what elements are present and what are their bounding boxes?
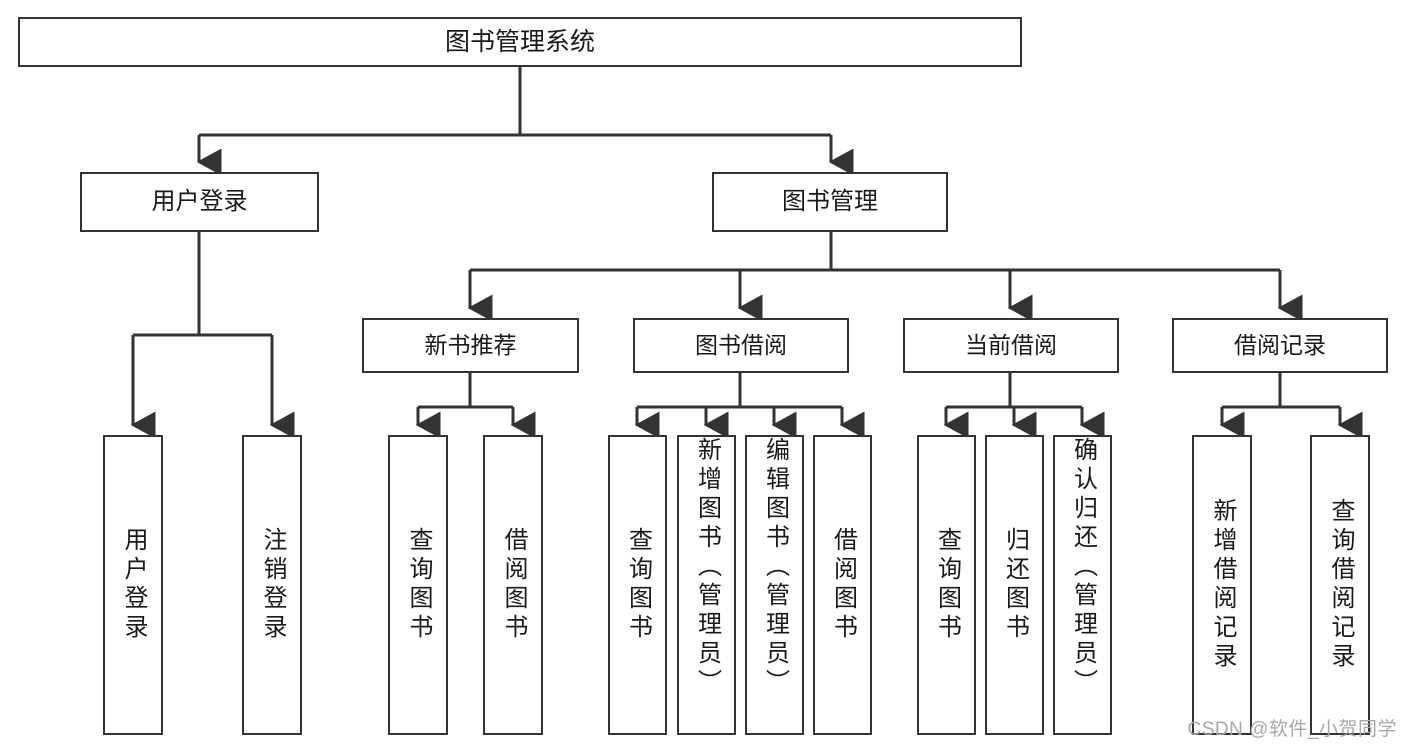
node-user-login-action[interactable]: 用户登录: [103, 435, 163, 735]
node-root-label: 图书管理系统: [444, 27, 595, 56]
node-user-logout-action[interactable]: 注销登录: [242, 435, 302, 735]
node-edit-book-admin[interactable]: 编辑图书（管理员）: [745, 435, 804, 735]
node-borrow-books-borrow[interactable]: 借阅图书: [813, 435, 872, 735]
node-book-management[interactable]: 图书管理: [712, 172, 948, 232]
node-book-borrow[interactable]: 图书借阅: [633, 318, 849, 373]
node-confirm-return-admin-label: 确认归还（管理员）: [1069, 437, 1097, 698]
node-user-login-label: 用户登录: [151, 188, 248, 216]
node-borrow-books-borrow-label: 借阅图书: [829, 527, 857, 643]
node-root[interactable]: 图书管理系统: [18, 17, 1022, 67]
node-current-borrow-label: 当前借阅: [965, 332, 1057, 359]
node-borrow-record-label: 借阅记录: [1234, 332, 1326, 359]
node-new-book-recommend-label: 新书推荐: [424, 332, 517, 359]
node-add-borrow-record[interactable]: 新增借阅记录: [1192, 435, 1252, 735]
node-user-login[interactable]: 用户登录: [80, 172, 319, 232]
node-user-login-action-label: 用户登录: [120, 527, 147, 643]
node-query-borrow-record[interactable]: 查询借阅记录: [1310, 435, 1370, 735]
node-query-books-borrow-label: 查询图书: [624, 527, 652, 643]
node-book-management-label: 图书管理: [782, 188, 878, 216]
node-new-book-recommend[interactable]: 新书推荐: [362, 318, 579, 373]
node-query-books-recommend[interactable]: 查询图书: [388, 435, 448, 735]
node-query-books-current-label: 查询图书: [933, 527, 961, 643]
node-confirm-return-admin[interactable]: 确认归还（管理员）: [1053, 435, 1112, 735]
node-query-books-current[interactable]: 查询图书: [917, 435, 976, 735]
node-query-borrow-record-label: 查询借阅记录: [1327, 498, 1354, 672]
node-book-borrow-label: 图书借阅: [695, 332, 787, 359]
node-return-books[interactable]: 归还图书: [985, 435, 1044, 735]
csdn-watermark: CSDN @软件_小贺同学: [1187, 719, 1397, 740]
node-borrow-record[interactable]: 借阅记录: [1172, 318, 1388, 373]
node-borrow-books-recommend[interactable]: 借阅图书: [483, 435, 543, 735]
node-add-borrow-record-label: 新增借阅记录: [1209, 498, 1236, 672]
node-add-book-admin-label: 新增图书（管理员）: [693, 437, 721, 698]
node-add-book-admin[interactable]: 新增图书（管理员）: [677, 435, 736, 735]
node-user-logout-action-label: 注销登录: [259, 527, 286, 643]
node-current-borrow[interactable]: 当前借阅: [903, 318, 1119, 373]
node-query-books-recommend-label: 查询图书: [405, 527, 432, 643]
node-borrow-books-recommend-label: 借阅图书: [500, 527, 527, 643]
node-return-books-label: 归还图书: [1001, 527, 1029, 643]
node-edit-book-admin-label: 编辑图书（管理员）: [761, 437, 789, 698]
node-query-books-borrow[interactable]: 查询图书: [608, 435, 667, 735]
